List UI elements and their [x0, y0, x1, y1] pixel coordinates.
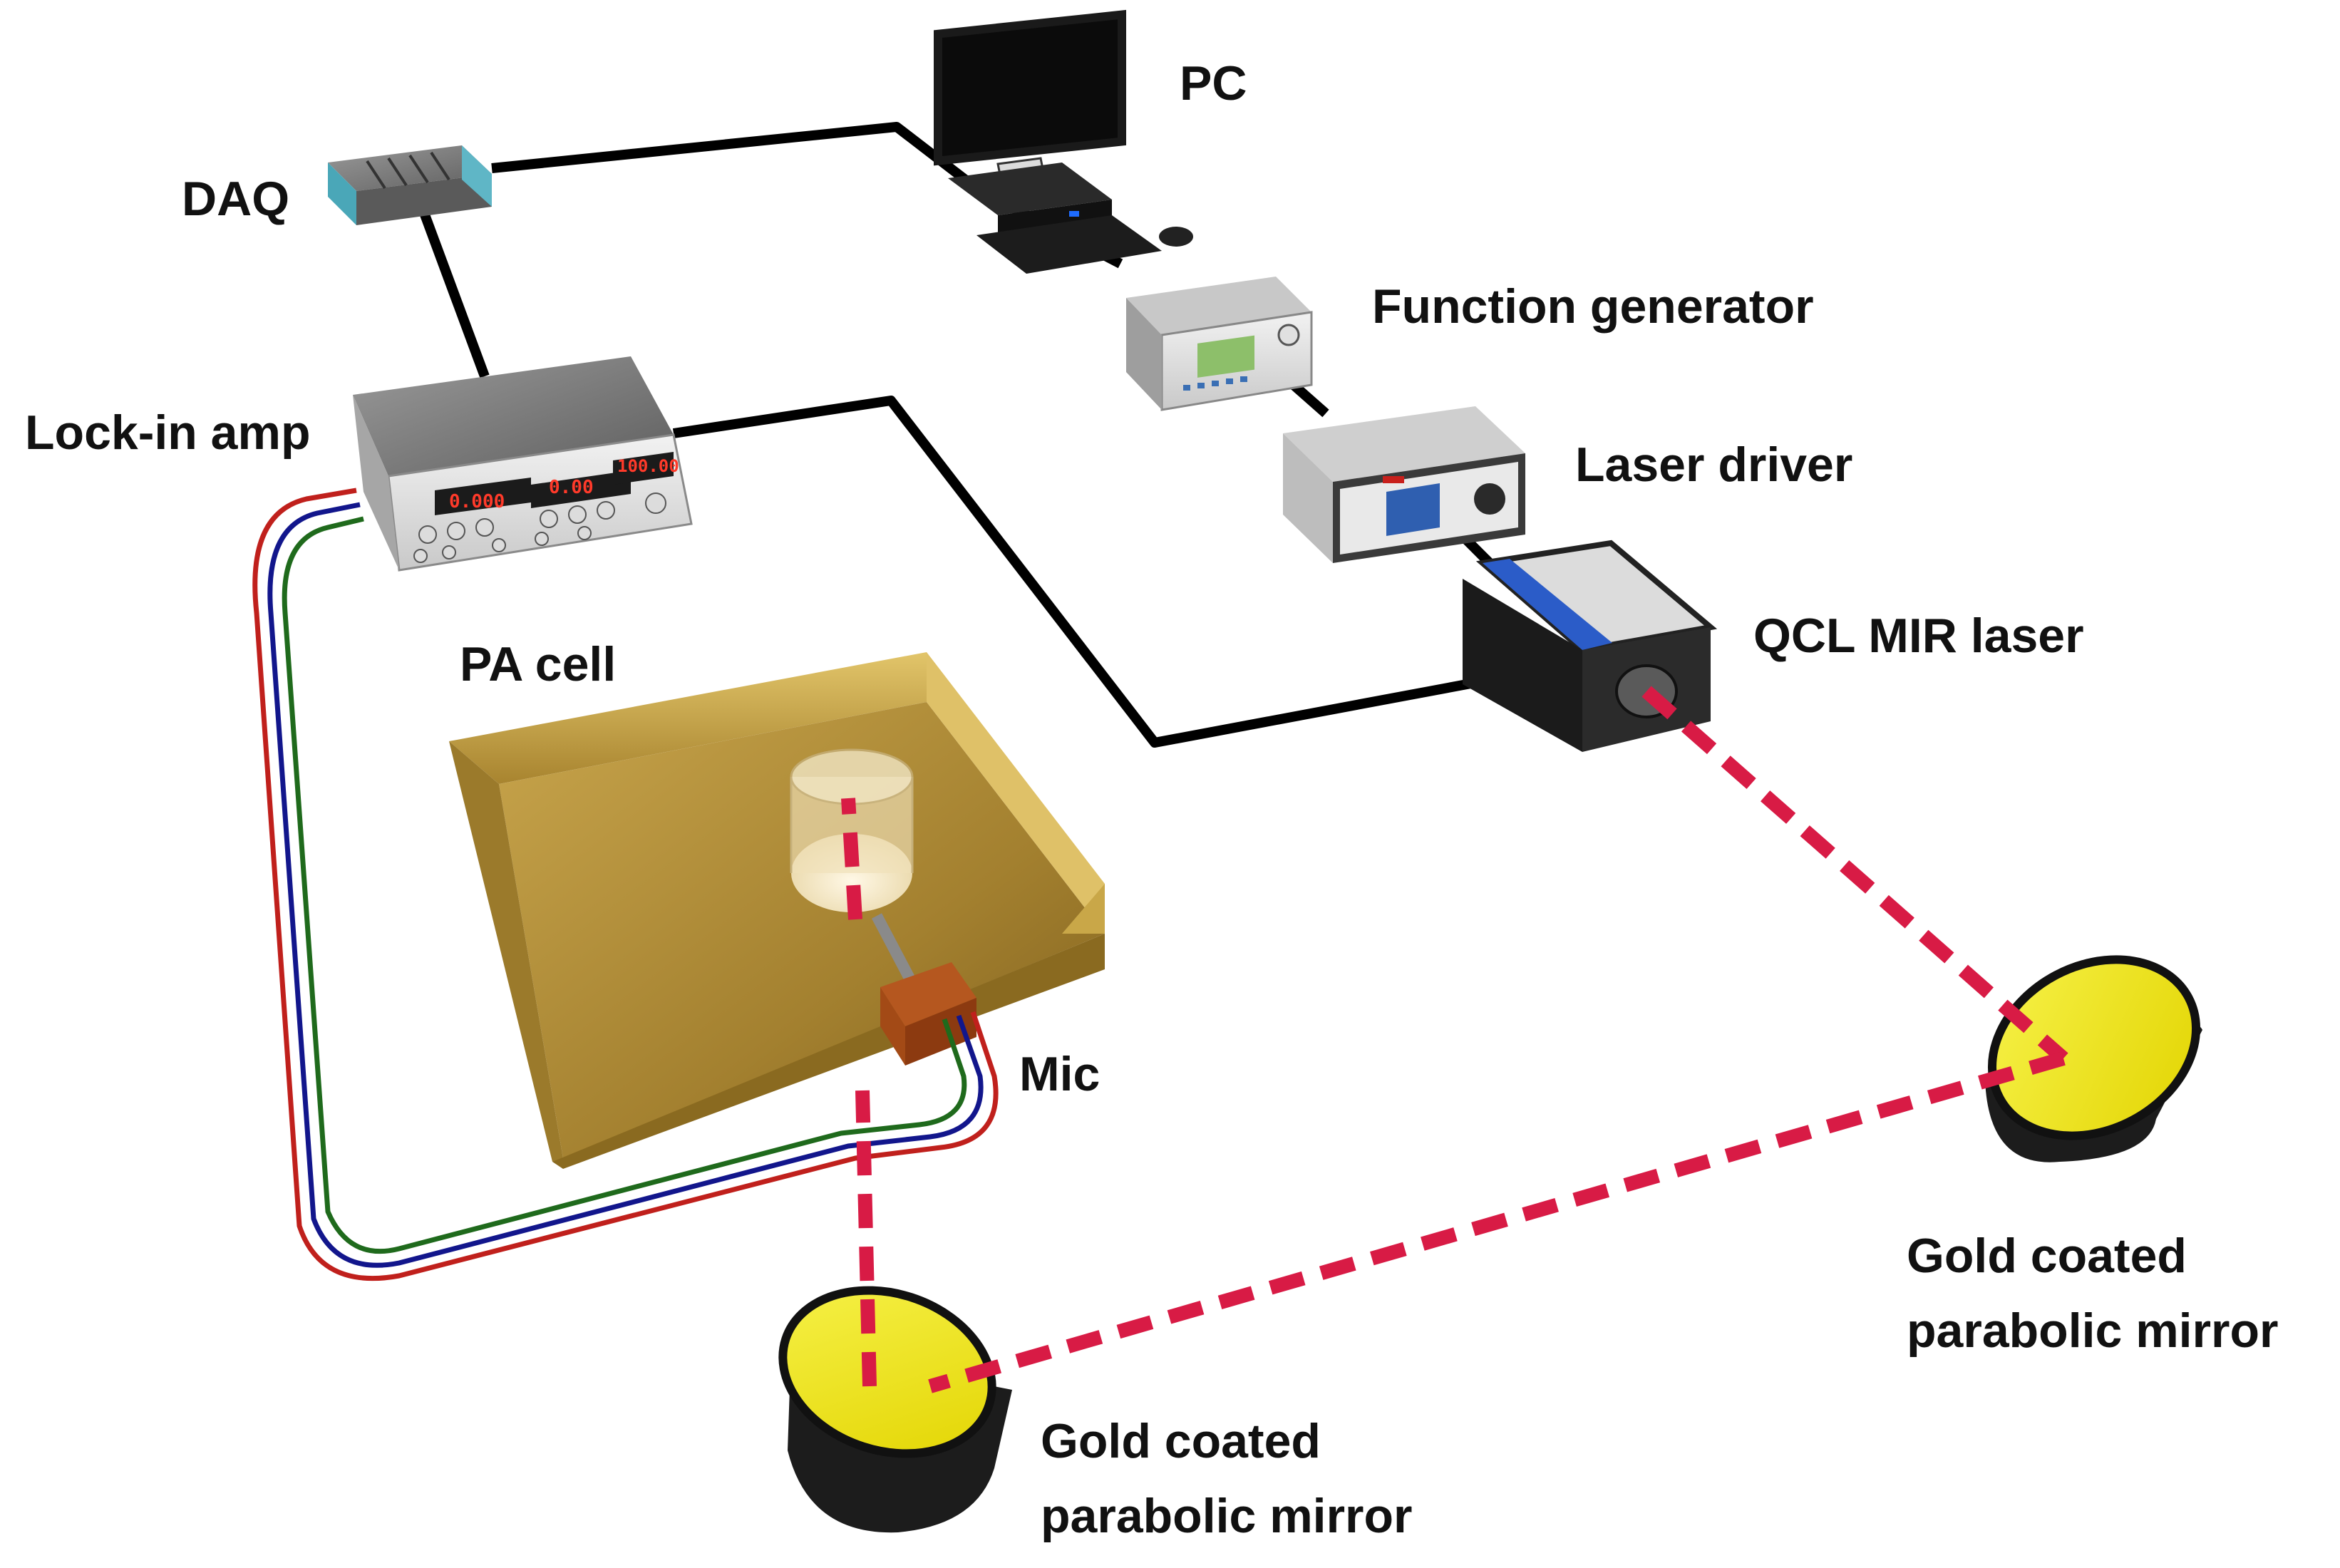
ld-knob [1474, 483, 1505, 515]
fg-buttons [1183, 376, 1247, 391]
pc-device [934, 9, 1193, 274]
wire-blue [267, 502, 984, 1268]
label-mirror-bottom-2: parabolic mirror [1041, 1489, 1413, 1543]
lockin-display-1: 0.000 [449, 491, 505, 512]
qcl-front-left [1463, 579, 1582, 752]
label-lock-in-amp: Lock-in amp [25, 406, 311, 460]
pc-keyboard [976, 215, 1162, 274]
pc-mouse [1159, 227, 1193, 247]
wire-red [252, 488, 999, 1281]
qcl-blue-strip [1483, 559, 1612, 650]
daq-top [328, 145, 492, 191]
daq-front [356, 174, 492, 225]
label-mirror-right-1: Gold coated [1907, 1229, 2187, 1283]
fg-knob [1277, 324, 1300, 346]
labels: PC DAQ Function generator Lock-in amp La… [25, 56, 2279, 1543]
lockin-displays: 0.000 0.00 100.00 [435, 452, 679, 515]
daq-fins [366, 151, 450, 190]
wire-green [282, 516, 967, 1254]
mic-wires [252, 488, 999, 1281]
lockin-knobs [413, 492, 666, 563]
microphone [880, 962, 976, 1066]
ld-red-indicator [1383, 476, 1404, 483]
label-mic: Mic [1019, 1047, 1100, 1101]
laser-driver-device [1283, 406, 1525, 563]
label-laser-driver: Laser driver [1575, 438, 1852, 492]
pc-monitor-screen [942, 19, 1118, 157]
parabolic-mirror-right [1985, 955, 2202, 1162]
mirror-right-surface [1987, 955, 2201, 1140]
label-daq: DAQ [182, 172, 289, 226]
pa-cell-back-wall [449, 652, 927, 784]
mirror-bottom-surface [778, 1286, 996, 1458]
daq-side [328, 163, 356, 225]
pc-indicator [1069, 211, 1079, 217]
pa-cell [449, 652, 1105, 1169]
label-mirror-bottom-1: Gold coated [1041, 1414, 1321, 1468]
daq-device [328, 145, 492, 225]
fg-screen [1197, 335, 1254, 378]
laser-beam [841, 686, 2068, 1393]
daq-side-right [462, 145, 492, 207]
pa-cell-right-corner [1062, 884, 1105, 934]
function-generator-device [1126, 277, 1313, 411]
label-pc: PC [1180, 56, 1247, 110]
beam-mirror-right-to-mirror-bottom [928, 1051, 2066, 1393]
ld-top [1283, 406, 1525, 482]
pa-cell-right-wall [927, 652, 1105, 934]
lock-in-amp-device: 0.000 0.00 100.00 [353, 356, 693, 572]
pa-cell-left-side [449, 741, 563, 1162]
pa-cell-floor [499, 702, 1105, 1158]
label-mirror-right-2: parabolic mirror [1907, 1304, 2279, 1358]
parabolic-mirror-bottom [778, 1286, 1012, 1533]
cable-lockin-qcl [672, 396, 1488, 748]
cable-daq-lockin [416, 201, 490, 378]
ld-side [1283, 433, 1333, 563]
lockin-display-2: 0.00 [549, 477, 594, 498]
pc-tower-top [948, 163, 1112, 215]
label-function-generator: Function generator [1372, 279, 1814, 334]
fg-top [1126, 277, 1311, 335]
beam-qcl-to-mirror-right [1641, 686, 2068, 1064]
label-qcl-laser: QCL MIR laser [1753, 609, 2084, 663]
ld-screen [1386, 483, 1440, 536]
lockin-side [353, 395, 399, 570]
beam-through-resonator [841, 798, 862, 920]
pa-cell-tube [871, 913, 918, 986]
fg-side [1126, 298, 1162, 410]
qcl-laser-device [1463, 540, 1718, 752]
lockin-display-3: 100.00 [617, 456, 679, 476]
label-pa-cell: PA cell [460, 637, 616, 691]
